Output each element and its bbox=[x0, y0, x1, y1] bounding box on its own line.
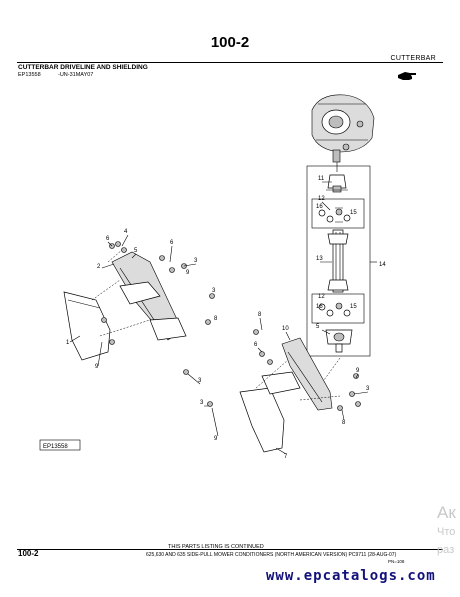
callout-8: 8 bbox=[214, 316, 218, 322]
callout-3c: 3 bbox=[198, 378, 202, 384]
callout-4: 4 bbox=[124, 229, 128, 235]
callout-3b: 3 bbox=[212, 288, 216, 294]
callout-16b: 16 bbox=[316, 304, 323, 310]
section-label: CUTTERBAR bbox=[390, 55, 436, 62]
driveline-assembly-box bbox=[306, 165, 377, 357]
cross-kit-lower bbox=[318, 302, 351, 317]
shield-left bbox=[63, 291, 111, 361]
callout-5b: 5 bbox=[316, 324, 320, 330]
callout-1: 1 bbox=[66, 340, 70, 346]
footer-code: PN=108 bbox=[388, 559, 405, 564]
continued-note: THIS PARTS LISTING IS CONTINUED bbox=[168, 544, 264, 550]
callout-6b: 6 bbox=[170, 240, 174, 246]
yoke-lower bbox=[325, 329, 353, 353]
gearbox-housing bbox=[311, 94, 375, 172]
callout-5: 5 bbox=[134, 248, 138, 254]
plate-right bbox=[261, 371, 301, 395]
callout-2: 2 bbox=[97, 264, 101, 270]
watermark-link[interactable]: www.epcatalogs.com bbox=[266, 568, 436, 584]
overlay-text-3: раз bbox=[437, 544, 455, 556]
document-title: CUTTERBAR DRIVELINE AND SHIELDING bbox=[18, 64, 148, 71]
footer-rule bbox=[17, 549, 443, 550]
callout-9b: 9 bbox=[95, 364, 99, 370]
callout-9c: 9 bbox=[356, 368, 360, 374]
figure-label: EP13558 bbox=[43, 444, 68, 450]
callout-14: 14 bbox=[379, 262, 386, 268]
cross-kit-upper bbox=[318, 207, 351, 223]
callout-12: 12 bbox=[318, 196, 325, 202]
callout-8c: 8 bbox=[342, 420, 346, 426]
telescoping-shaft bbox=[327, 229, 349, 293]
callout-6: 6 bbox=[106, 236, 110, 242]
callout-3e: 3 bbox=[200, 400, 204, 406]
footer-description: 625,630 AND 635 SIDE-PULL MOWER CONDITIO… bbox=[146, 552, 397, 558]
figure-label-box: EP13558 bbox=[39, 439, 81, 451]
callout-12b: 12 bbox=[318, 294, 325, 300]
callout-6c: 6 bbox=[254, 342, 258, 348]
footer-page-number: 100-2 bbox=[18, 549, 39, 558]
callout-8b: 8 bbox=[258, 312, 262, 318]
yoke-upper bbox=[326, 174, 348, 193]
shield-right bbox=[239, 387, 285, 453]
callout-13: 13 bbox=[316, 256, 323, 262]
callout-16: 16 bbox=[316, 204, 323, 210]
page-number: 100-2 bbox=[210, 34, 250, 51]
pointing-hand-icon bbox=[398, 72, 416, 80]
callout-15: 15 bbox=[350, 210, 357, 216]
callout-15b: 15 bbox=[350, 304, 357, 310]
callout-7: 7 bbox=[284, 454, 288, 460]
callout-9d: 9 bbox=[214, 436, 218, 442]
callout-9: 9 bbox=[186, 270, 190, 276]
callout-3d: 3 bbox=[366, 386, 370, 392]
leader-lines bbox=[69, 181, 369, 455]
figure-id: EP13558 bbox=[18, 72, 41, 78]
bracket-right bbox=[281, 337, 333, 411]
overlay-text-1: Ак bbox=[437, 503, 456, 522]
hardware-fasteners bbox=[101, 241, 361, 411]
callout-11: 11 bbox=[318, 176, 325, 182]
callout-10: 10 bbox=[282, 326, 289, 332]
figure-date: -UN-31MAY07 bbox=[58, 72, 94, 78]
plate-middle bbox=[119, 281, 187, 341]
overlay-text-2: Что bbox=[437, 526, 456, 538]
header-rule bbox=[17, 62, 443, 63]
callout-3: 3 bbox=[194, 258, 198, 264]
callout-labels: 4 6 6 5 2 3 9 3 8 1 9 3 8 10 6 9 3 8 3 9… bbox=[66, 176, 386, 460]
